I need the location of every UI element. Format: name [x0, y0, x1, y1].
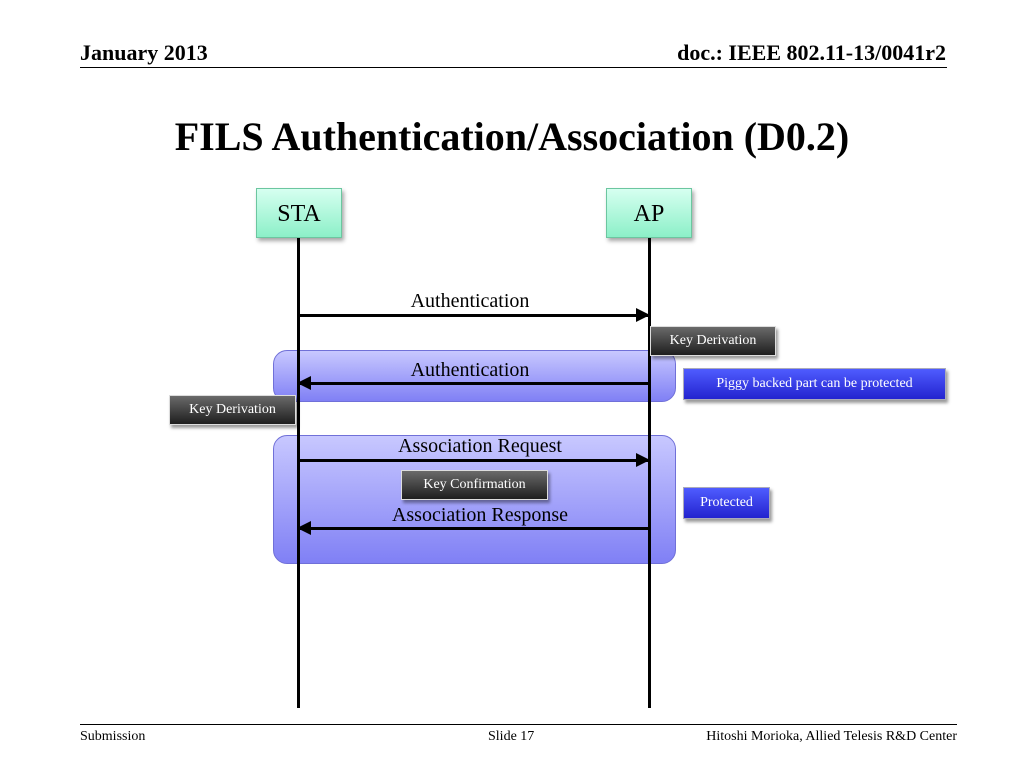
assoc-request-arrow: [299, 453, 650, 467]
sta-entity: STA: [256, 188, 342, 238]
key-confirmation: Key Confirmation: [401, 470, 548, 500]
footer-author: Hitoshi Morioka, Allied Telesis R&D Cent…: [706, 729, 957, 744]
ap-entity: AP: [606, 188, 692, 238]
header-date: January 2013: [80, 40, 208, 65]
protected-note: Protected: [683, 487, 770, 519]
auth-request-label: Authentication: [410, 290, 530, 312]
ap-lifeline: [648, 238, 651, 708]
footer-submission: Submission: [80, 729, 146, 744]
footer-slide-number: Slide 17: [488, 729, 535, 744]
sta-key-derivation: Key Derivation: [169, 395, 296, 425]
auth-response-label: Authentication: [410, 359, 530, 381]
ap-key-derivation: Key Derivation: [650, 326, 776, 356]
authentication-response-region: [273, 350, 676, 402]
slide-title: FILS Authentication/Association (D0.2): [174, 114, 850, 159]
auth-response-arrow: [297, 376, 648, 390]
piggy-backed-note: Piggy backed part can be protected: [683, 368, 946, 400]
sta-lifeline: [297, 238, 300, 708]
assoc-response-arrow: [297, 521, 648, 535]
assoc-response-label: Association Response: [391, 504, 569, 526]
auth-request-arrow: [299, 308, 650, 322]
assoc-request-label: Association Request: [398, 435, 562, 457]
header-doc-id: doc.: IEEE 802.11-13/0041r2: [677, 40, 946, 65]
footer-divider: [80, 724, 957, 725]
header-divider: [80, 67, 947, 68]
